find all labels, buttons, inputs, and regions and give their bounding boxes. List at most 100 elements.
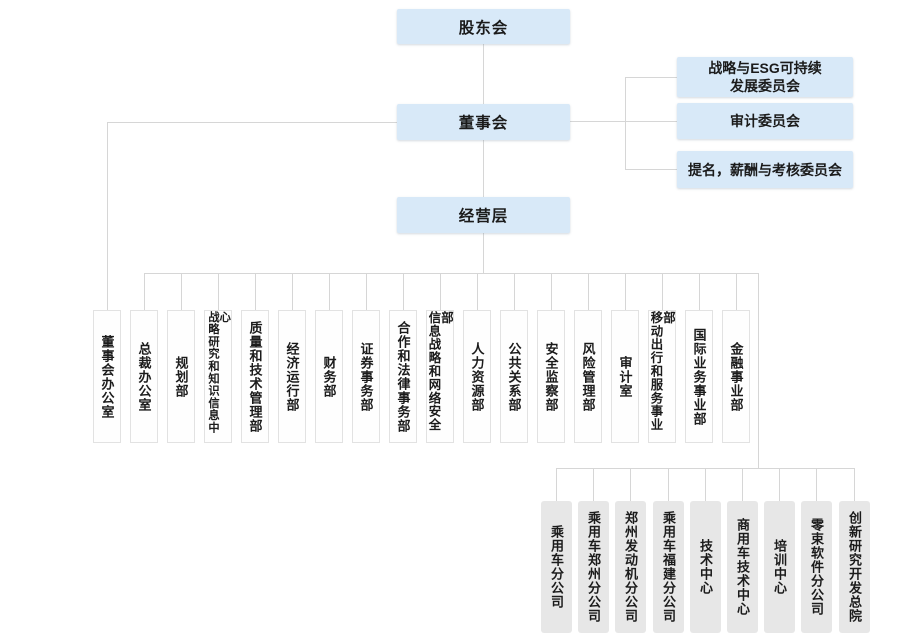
subsidiary-box: 乘用车郑州分公司: [578, 501, 609, 633]
connector-line: [181, 273, 182, 310]
subsidiary-label: 郑州发动机分公司: [623, 511, 638, 623]
connector-line: [107, 122, 397, 123]
department-label: 董事会办公室: [99, 334, 115, 419]
subsidiary-label: 创新研究开发总院: [847, 511, 862, 623]
connector-line: [779, 468, 780, 501]
connector-line: [736, 273, 737, 310]
connector-line: [255, 273, 256, 310]
committee-box: 审计委员会: [677, 103, 853, 139]
connector-line: [758, 273, 759, 468]
subsidiary-label: 培训中心: [772, 539, 787, 595]
department-label: 人力资源部: [469, 341, 485, 412]
connector-line: [593, 468, 594, 501]
node-board-label: 董事会: [458, 115, 509, 132]
connector-line: [630, 468, 631, 501]
department-box: 公共关系部: [500, 310, 528, 443]
department-label: 移动出行和服务事业部: [649, 311, 676, 432]
department-label: 总裁办公室: [136, 341, 152, 412]
connector-line: [403, 273, 404, 310]
department-label: 金融事业部: [728, 341, 744, 412]
department-box: 财务部: [315, 310, 343, 443]
node-shareholders-label: 股东会: [458, 19, 509, 37]
department-box: 战略研究和知识信息中心: [204, 310, 232, 443]
connector-line: [625, 77, 677, 78]
department-label: 经济运行部: [284, 341, 300, 412]
connector-line: [514, 273, 515, 310]
subsidiary-box: 乘用车分公司: [541, 501, 572, 633]
department-box: 风险管理部: [574, 310, 602, 443]
connector-line: [625, 273, 626, 310]
department-box: 信息战略和网络安全部: [426, 310, 454, 443]
subsidiary-label: 技术中心: [698, 539, 713, 595]
committee-box: 战略与ESG可持续 发展委员会: [677, 57, 853, 97]
node-board: 董事会: [397, 104, 570, 140]
subsidiary-label: 乘用车福建分公司: [661, 511, 676, 623]
subsidiary-box: 郑州发动机分公司: [615, 501, 646, 633]
subsidiary-box: 零束软件分公司: [801, 501, 832, 633]
department-box: 董事会办公室: [93, 310, 121, 443]
department-label: 质量和技术管理部: [247, 320, 263, 433]
node-management: 经营层: [397, 197, 570, 233]
connector-line: [742, 468, 743, 501]
subsidiary-box: 创新研究开发总院: [839, 501, 870, 633]
department-box: 经济运行部: [278, 310, 306, 443]
committee-box: 提名，薪酬与考核委员会: [677, 151, 853, 188]
department-box: 规划部: [167, 310, 195, 443]
connector-line: [699, 273, 700, 310]
department-box: 安全监察部: [537, 310, 565, 443]
connector-line: [292, 273, 293, 310]
subsidiary-label: 商用车技术中心: [735, 518, 750, 616]
connector-line: [144, 273, 758, 274]
subsidiary-label: 乘用车分公司: [549, 525, 564, 609]
connector-line: [588, 273, 589, 310]
subsidiary-label: 乘用车郑州分公司: [586, 511, 601, 623]
connector-line: [662, 273, 663, 310]
department-label: 合作和法律事务部: [395, 320, 411, 433]
subsidiary-box: 商用车技术中心: [727, 501, 758, 633]
connector-line: [477, 273, 478, 310]
connector-line: [625, 77, 626, 170]
department-box: 总裁办公室: [130, 310, 158, 443]
department-label: 国际业务事业部: [691, 327, 707, 426]
department-label: 审计室: [617, 355, 633, 398]
node-management-label: 经营层: [458, 208, 509, 225]
connector-line: [483, 140, 484, 197]
subsidiary-box: 培训中心: [764, 501, 795, 633]
connector-line: [366, 273, 367, 310]
node-shareholders: 股东会: [397, 9, 570, 44]
connector-line: [625, 169, 677, 170]
subsidiary-box: 乘用车福建分公司: [653, 501, 684, 633]
department-box: 证券事务部: [352, 310, 380, 443]
department-box: 国际业务事业部: [685, 310, 713, 443]
subsidiary-box: 技术中心: [690, 501, 721, 633]
department-label: 公共关系部: [506, 341, 522, 412]
department-label: 安全监察部: [543, 341, 559, 412]
connector-line: [816, 468, 817, 501]
connector-line: [668, 468, 669, 501]
department-box: 人力资源部: [463, 310, 491, 443]
department-box: 金融事业部: [722, 310, 750, 443]
connector-line: [329, 273, 330, 310]
department-label: 证券事务部: [358, 341, 374, 412]
connector-line: [556, 468, 557, 501]
connector-line: [218, 273, 219, 310]
committee-label: 战略与ESG可持续 发展委员会: [708, 60, 822, 94]
connector-line: [440, 273, 441, 310]
department-box: 合作和法律事务部: [389, 310, 417, 443]
connector-line: [107, 122, 108, 310]
department-box: 移动出行和服务事业部: [648, 310, 676, 443]
department-label: 信息战略和网络安全部: [427, 311, 454, 432]
subsidiary-label: 零束软件分公司: [809, 518, 824, 616]
committee-label: 提名，薪酬与考核委员会: [688, 161, 842, 178]
department-label: 战略研究和知识信息中心: [207, 311, 231, 434]
committee-label: 审计委员会: [730, 113, 800, 129]
department-label: 规划部: [173, 355, 189, 398]
connector-line: [570, 121, 677, 122]
department-box: 质量和技术管理部: [241, 310, 269, 443]
connector-line: [705, 468, 706, 501]
department-box: 审计室: [611, 310, 639, 443]
connector-line: [483, 44, 484, 104]
connector-line: [551, 273, 552, 310]
connector-line: [854, 468, 855, 501]
